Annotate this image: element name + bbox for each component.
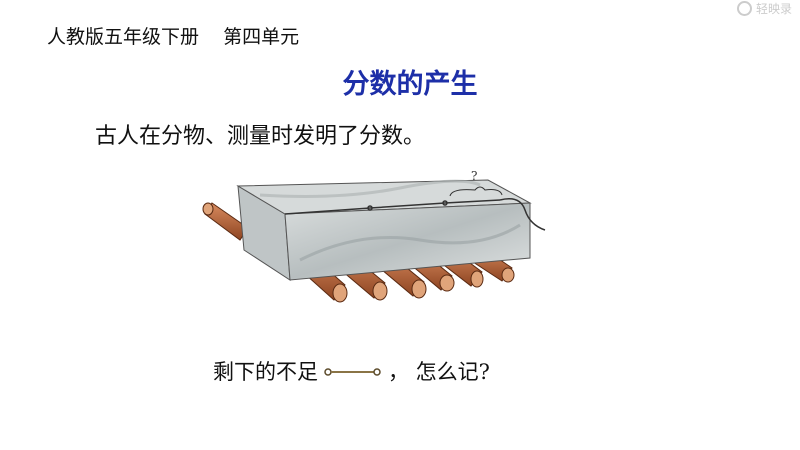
watermark-text: 轻映录 [755, 2, 792, 16]
page-title: 分数的产生 [342, 69, 478, 100]
watermark-logo-icon [736, 1, 752, 16]
measuring-rope [284, 198, 546, 231]
stone-measurement-illustration: ? [202, 169, 546, 303]
question-text-before: 剩下的不足 [213, 360, 318, 384]
unknown-length-brace: ? [449, 169, 503, 197]
watermark: 轻映录 [736, 0, 792, 17]
question-mark: ? [471, 169, 477, 183]
stone-block [236, 179, 532, 281]
rope-segment-icon [324, 368, 381, 376]
intro-text: 古人在分物、测量时发明了分数。 [95, 124, 426, 149]
lesson-header: 人教版五年级下册 第四单元 [47, 26, 300, 48]
question-line: 剩下的不足 ， 怎么记? [213, 356, 490, 386]
question-text-after: ， 怎么记? [388, 360, 490, 384]
